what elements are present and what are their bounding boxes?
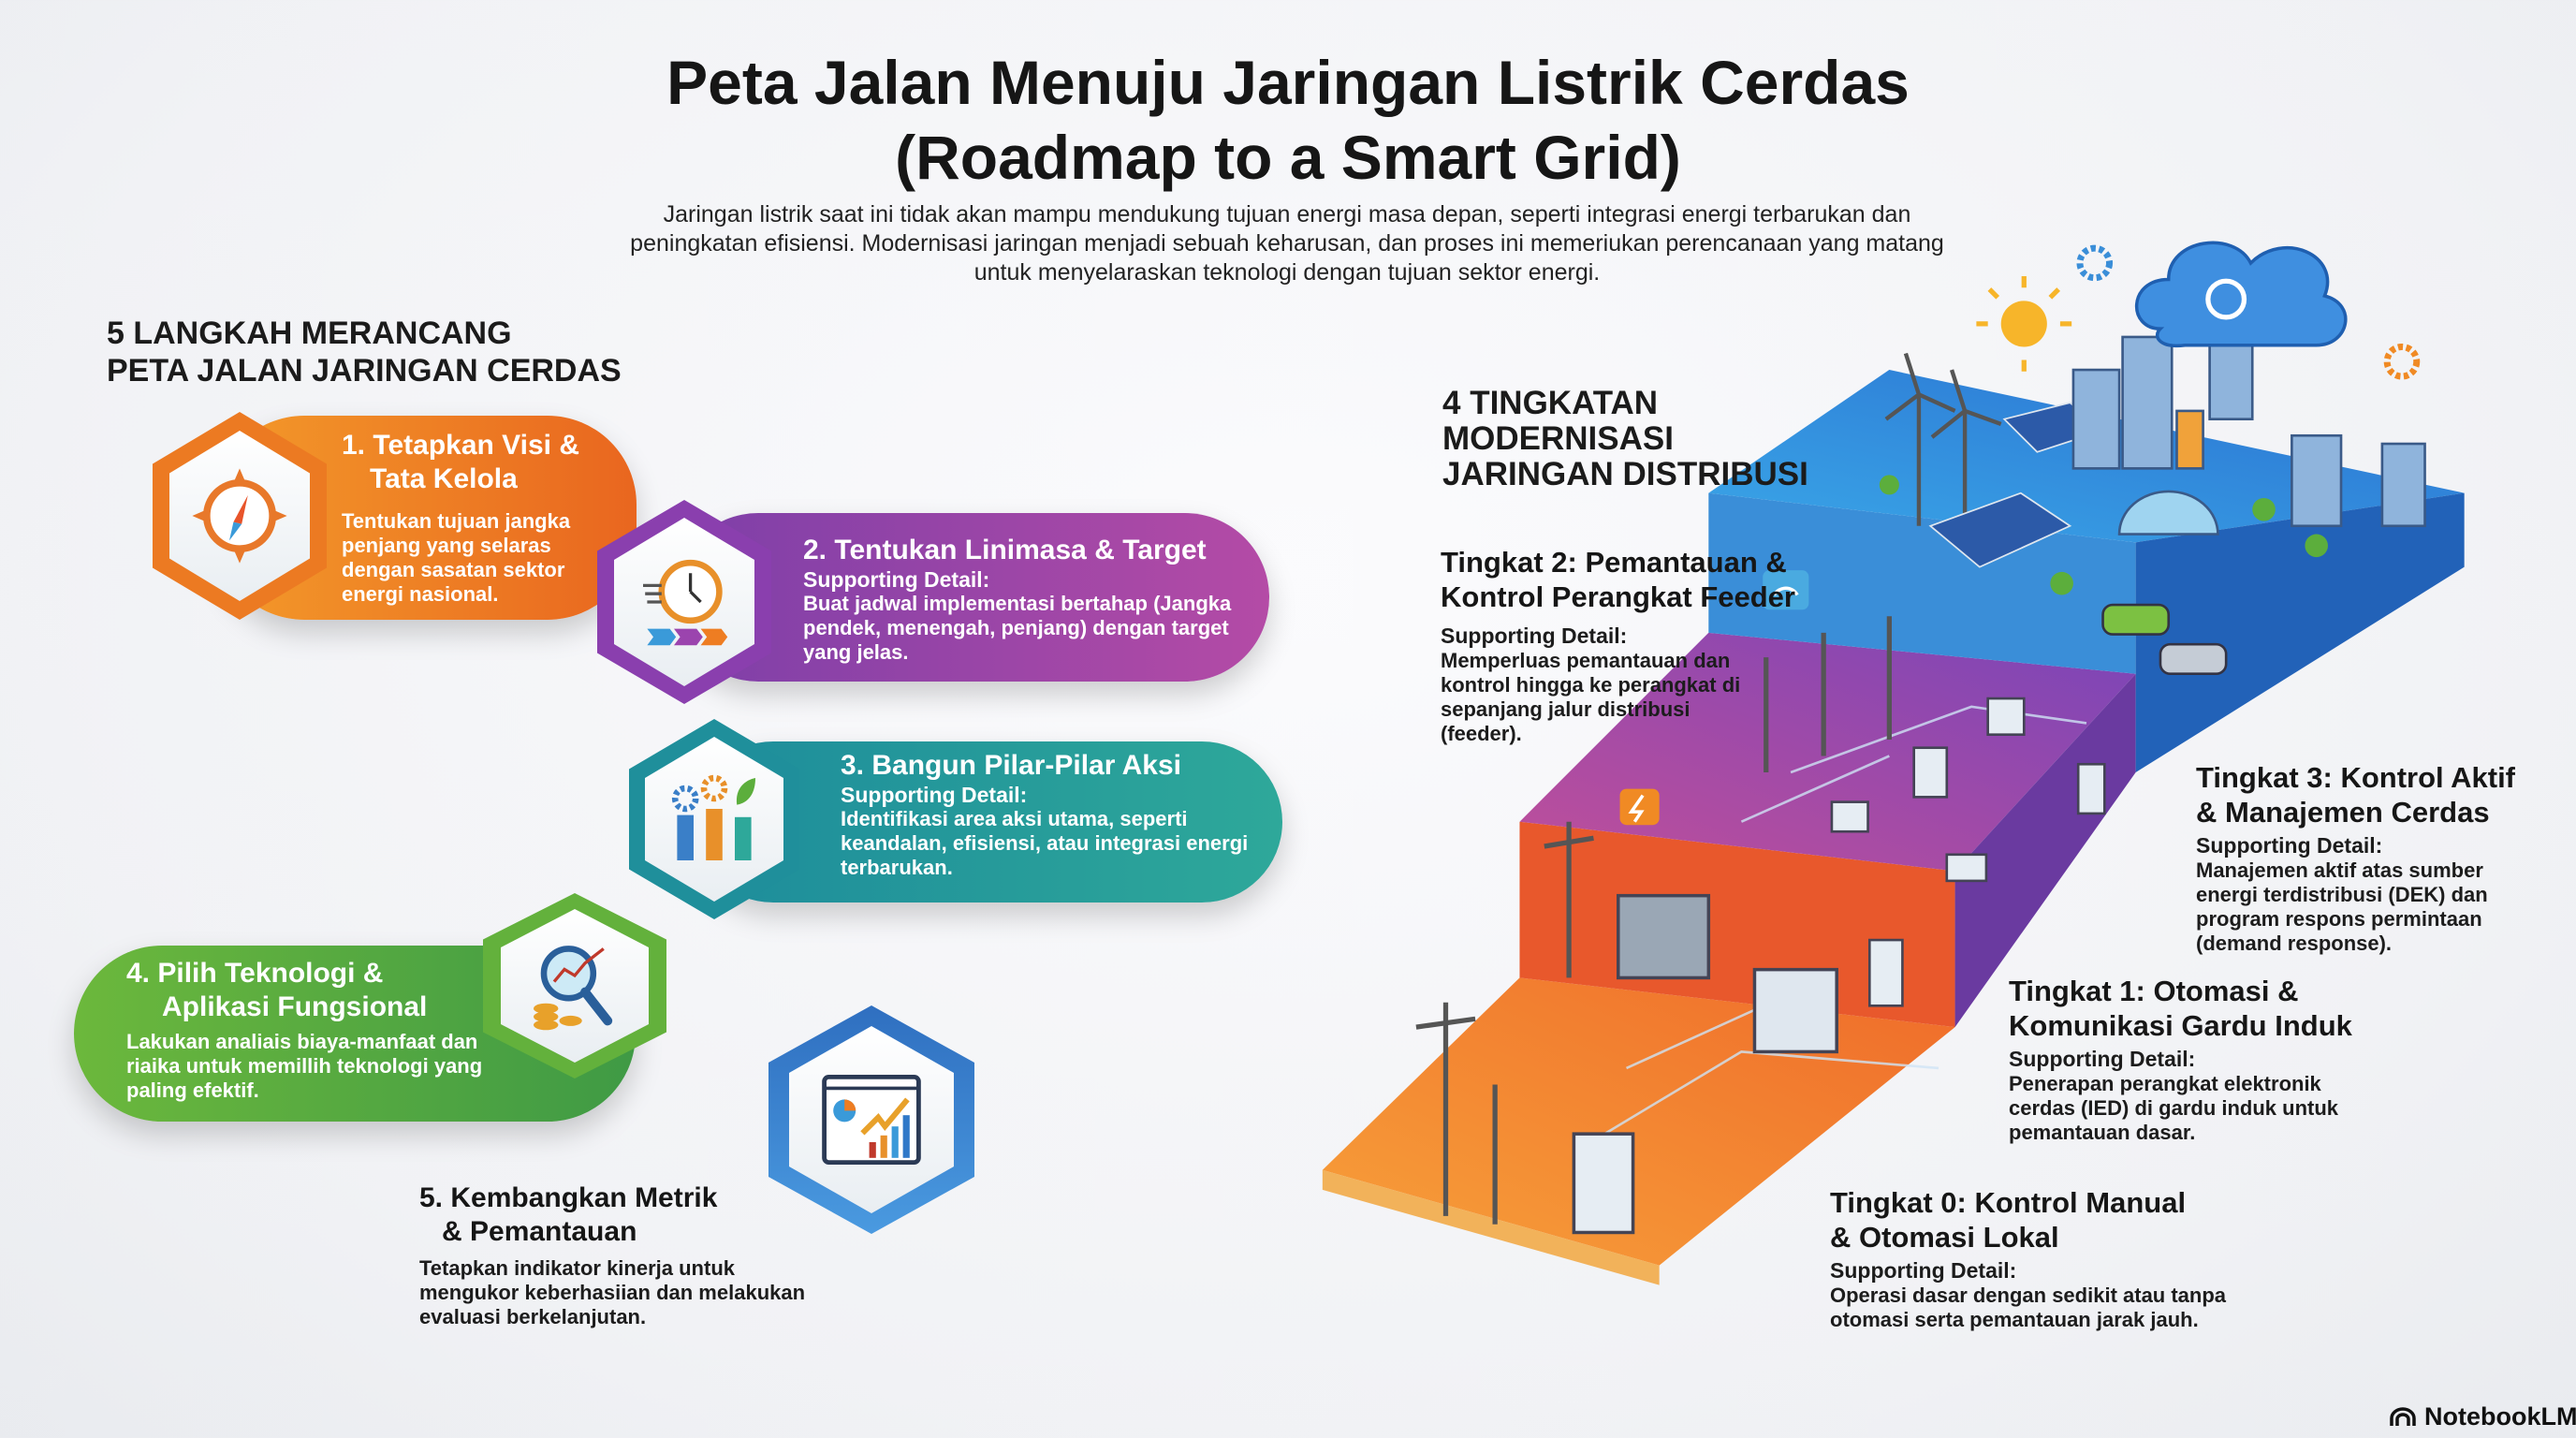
tier-2-detail: Memperluas pemantauan dan kontrol hingga… [1441,649,1741,745]
tier-1-text: Tingkat 1: Otomasi & Komunikasi Gardu In… [2009,974,2383,1145]
steps-heading-line-2: PETA JALAN JARINGAN CERDAS [107,353,622,389]
brand-name: NotebookLM [2424,1402,2576,1431]
tier-2-label: Supporting Detail: [1441,624,1628,648]
step-1-hex [153,412,327,620]
step-4-text: 4. Pilih Teknologi & Aplikasi Fungsional… [126,957,491,1103]
step-1-title: 1. Tetapkan Visi & [342,430,579,461]
tier-3-detail: Manajemen aktif atas sumber energi terdi… [2196,858,2488,955]
tier-3-title: Tingkat 3: Kontrol Aktif [2196,761,2515,794]
pillars-gears-icon [671,774,755,860]
tier-3-title-2: & Manajemen Cerdas [2196,796,2490,829]
step-4-title: 4. Pilih Teknologi & [126,958,384,989]
tiers-heading-line-3: JARINGAN DISTRIBUSI [1442,456,1808,492]
cloud-icon [2134,241,2348,348]
step-2-detail: Buat jadwal implementasi bertahap (Jangk… [803,592,1232,664]
notebooklm-logo-icon [2390,1406,2416,1426]
step-3-detail: Identifikasi area aksi utama, seperti ke… [841,807,1249,879]
tier-0-title-2: & Otomasi Lokal [1830,1221,2059,1254]
step-3-hex [629,719,799,919]
step-4-hex [483,893,666,1078]
title-line-2: (Roadmap to a Smart Grid) [895,123,1681,192]
step-2-text: 2. Tentukan Linimasa & Target Supporting… [803,534,1262,665]
tier-0-detail: Operasi dasar dengan sedikit atau tanpa … [1830,1284,2227,1331]
gear-icons [2076,244,2421,380]
title-line-1: Peta Jalan Menuju Jaringan Listrik Cerda… [666,48,1910,117]
wind-turbines [1884,352,2002,526]
tier-2-title: Tingkat 2: Pemantauan & [1441,546,1787,579]
clock-timeline-icon [643,559,728,646]
tier-0-title: Tingkat 0: Kontrol Manual [1830,1186,2187,1219]
steps-heading-line-1: 5 LANGKAH MERANCANG [107,315,512,351]
step-1-title-2: Tata Kelola [370,463,518,494]
step-5-detail: Tetapkan indikator kinerja untuk menguko… [419,1256,806,1328]
step-1-detail: Tentukan tujuan jangka penjang yang sela… [342,509,571,606]
electric-cars [2101,603,2228,676]
tier-1-title: Tingkat 1: Otomasi & [2009,975,2299,1007]
control-panel [1752,967,1838,1054]
step-2-card [674,513,1269,682]
tier-1-label: Supporting Detail: [2009,1047,2196,1071]
notebooklm-brand: NotebookLM [2389,1402,2576,1431]
compass-icon [192,468,287,564]
tier-1-detail: Penerapan perangkat elektronik cerdas (I… [2009,1072,2339,1144]
tier-0-label: Supporting Detail: [1830,1258,2017,1283]
tier-3-text: Tingkat 3: Kontrol Aktif & Manajemen Cer… [2196,760,2570,956]
tier-2-title-2: Kontrol Perangkat Feeder [1441,580,1795,613]
city-buildings [2071,335,2426,528]
step-4-title-2: Aplikasi Fungsional [162,991,428,1022]
tiers-heading: 4 TINGKATAN MODERNISASI JARINGAN DISTRIB… [1442,386,1808,492]
smart-devices [1830,697,2106,1007]
step-3-title: 3. Bangun Pilar-Pilar Aksi [841,750,1181,781]
tier-3-riser-right [2135,492,2465,773]
step-2-title: 2. Tentukan Linimasa & Target [803,535,1207,565]
magnifier-coins-icon [534,946,613,1031]
tiers-heading-line-1: 4 TINGKATAN [1442,385,1659,421]
transformer [1617,893,1711,980]
tier-0-step-front [1322,1169,1660,1285]
tree-icons [1879,475,2328,595]
step-5-text: 5. Kembangkan Metrik & Pemantauan Tetapk… [419,1181,812,1329]
lightning-bubble-icon [1619,788,1660,826]
tiers-heading-line-2: MODERNISASI [1442,420,1674,457]
tier-2-riser-right [1954,673,2136,1028]
step-5-title: 5. Kembangkan Metrik [419,1182,718,1213]
sun-icon [1976,275,2072,372]
step-3-text: 3. Bangun Pilar-Pilar Aksi Supporting De… [841,749,1271,880]
dashboard-chart-icon [822,1075,921,1165]
steps-heading: 5 LANGKAH MERANCANG PETA JALAN JARINGAN … [107,315,622,389]
step-3-label: Supporting Detail: [841,783,1028,807]
intro-paragraph: Jaringan listrik saat ini tidak akan mam… [630,201,1944,286]
switch-box [1572,1132,1635,1235]
tier-0-text: Tingkat 0: Kontrol Manual & Otomasi Loka… [1830,1185,2261,1332]
step-4-detail: Lakukan analiais biaya-manfaat dan riaik… [126,1030,483,1102]
step-1-text: 1. Tetapkan Visi & Tata Kelola Tentukan … [342,429,622,607]
tier-2-step-top [1519,632,2136,872]
step-5-title-2: & Pemantauan [442,1216,637,1247]
dome-building [2117,490,2219,536]
tier-1-title-2: Komunikasi Gardu Induk [2009,1009,2352,1042]
wifi-bubble-icon [1763,570,1809,610]
tier-3-label: Supporting Detail: [2196,833,2383,858]
utility-poles [1415,616,1892,1225]
page-title: Peta Jalan Menuju Jaringan Listrik Cerda… [0,45,2576,195]
step-2-label: Supporting Detail: [803,567,990,592]
tier-2-text: Tingkat 2: Pemantauan & Kontrol Perangka… [1441,545,1815,746]
